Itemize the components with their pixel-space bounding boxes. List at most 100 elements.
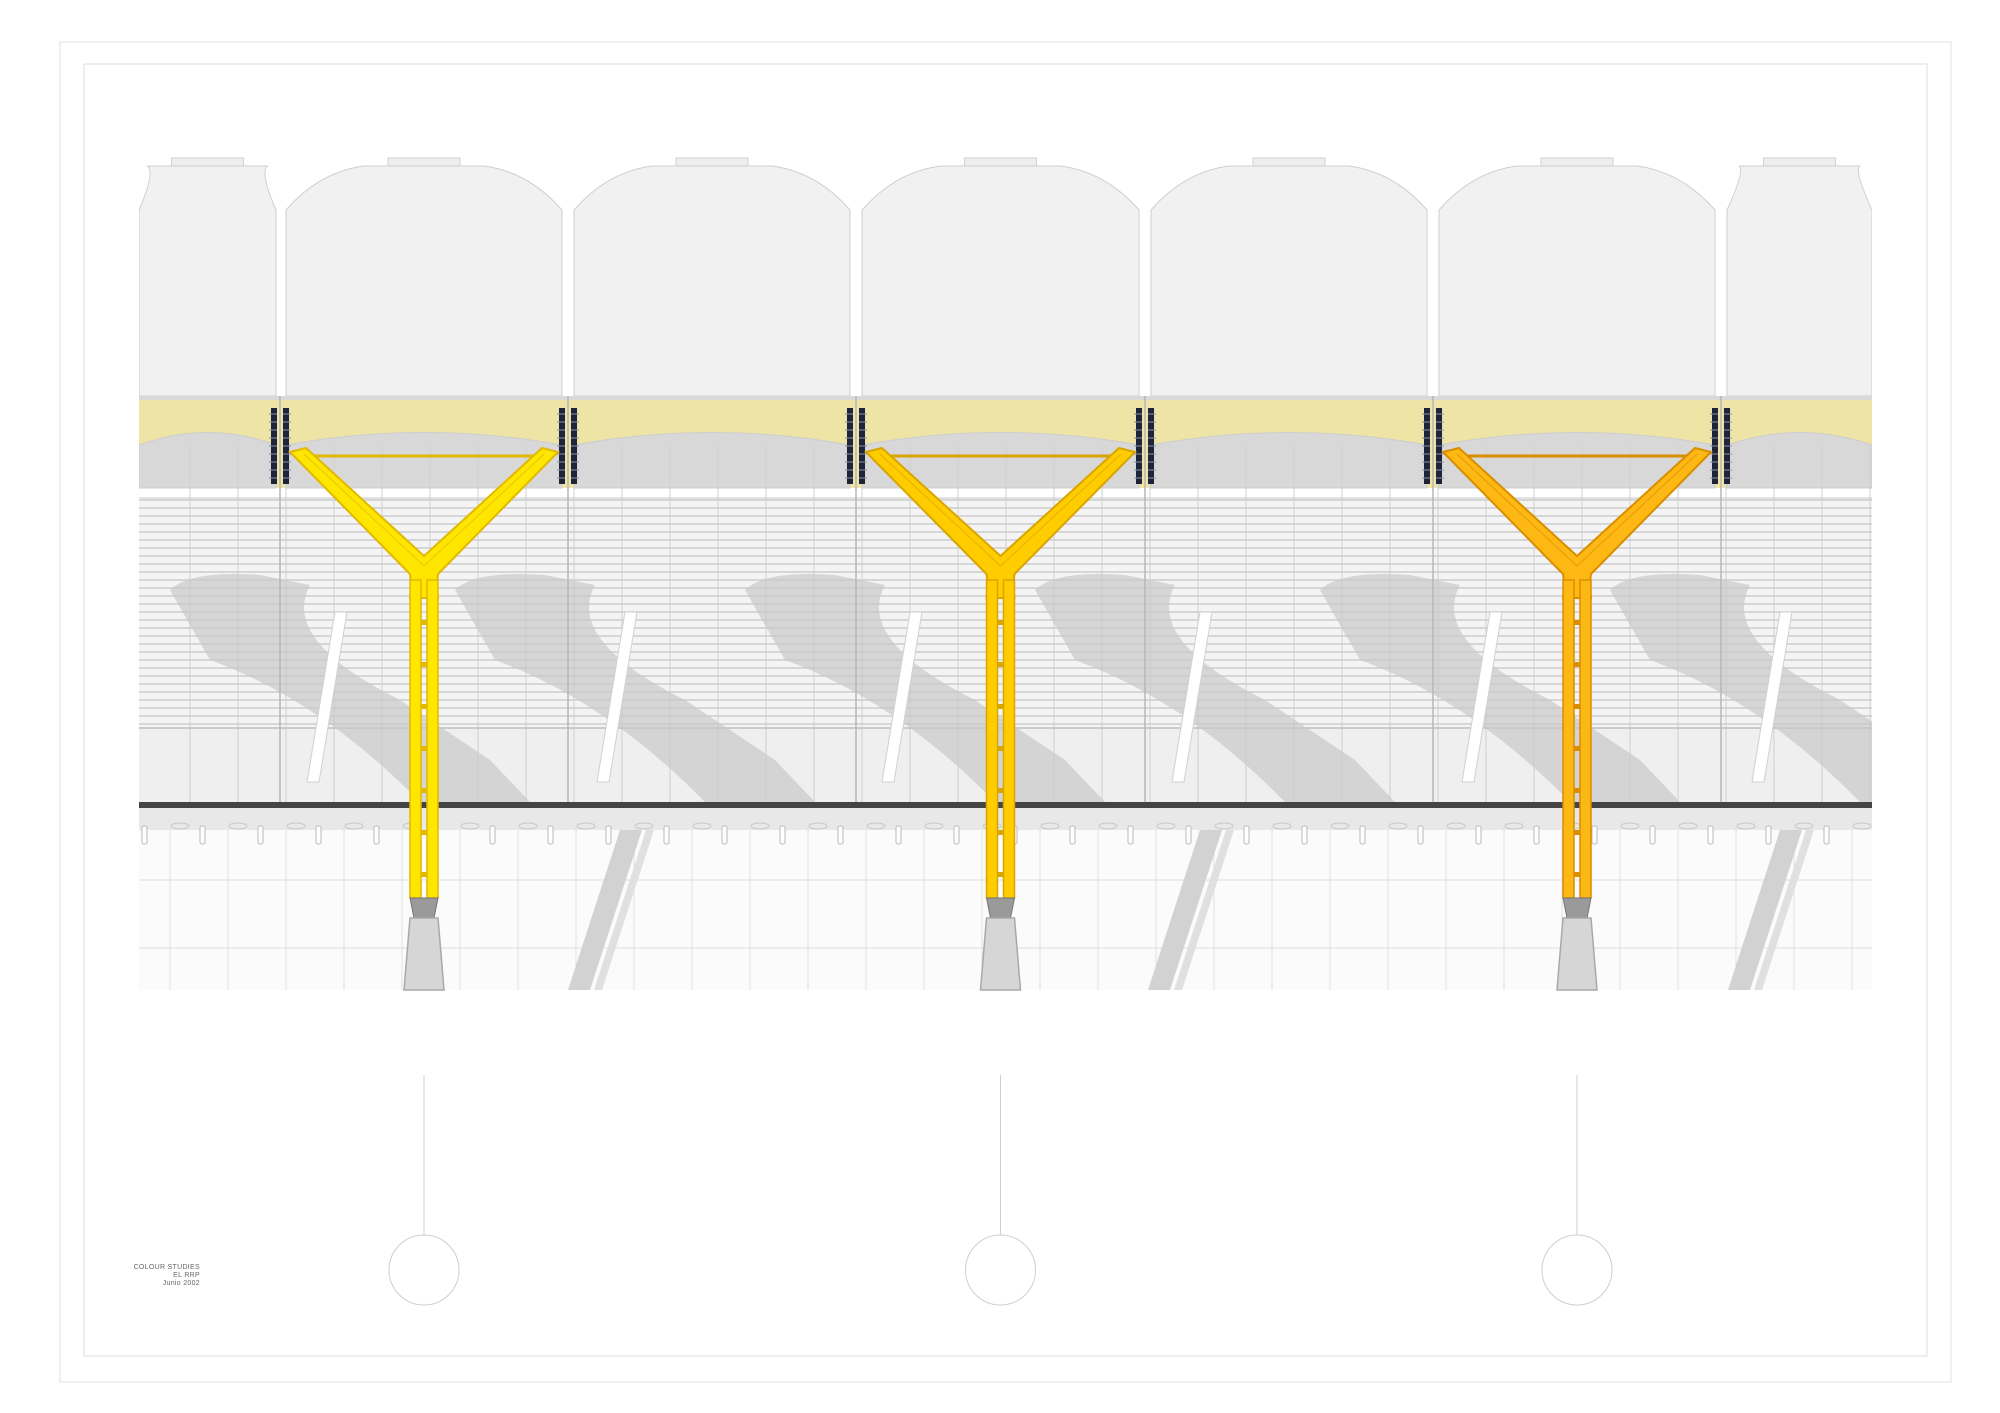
lamp bbox=[779, 825, 786, 845]
inner-frame bbox=[83, 63, 1928, 1357]
trunk-tie bbox=[997, 704, 1004, 709]
soffit-arch bbox=[861, 432, 1140, 489]
lamp-fitting bbox=[1098, 822, 1118, 830]
trunk-tie bbox=[421, 620, 427, 625]
lamp-fitting bbox=[808, 822, 828, 830]
lamp bbox=[1533, 825, 1540, 845]
trunk-leg bbox=[426, 579, 439, 899]
roof-vault bbox=[1726, 165, 1872, 397]
trunk-tie bbox=[1574, 746, 1580, 751]
canopy-soffit-arches bbox=[139, 432, 1872, 489]
ground-shadow bbox=[1754, 830, 1814, 990]
trunk-leg bbox=[1562, 579, 1575, 899]
lamp bbox=[721, 825, 728, 845]
lamp bbox=[1127, 825, 1134, 845]
lamp-fitting bbox=[518, 822, 538, 830]
white-strut bbox=[306, 611, 348, 783]
lamp bbox=[257, 825, 264, 845]
lamp bbox=[1417, 825, 1424, 845]
lamp-fitting bbox=[460, 822, 480, 830]
roof-skylight bbox=[1540, 157, 1614, 167]
title-block-line-1: COLOUR STUDIES bbox=[133, 1264, 200, 1271]
lamp bbox=[315, 825, 322, 845]
lamp-fitting bbox=[1156, 822, 1176, 830]
grid-bubble bbox=[965, 1234, 1036, 1306]
ground-shadow bbox=[1728, 830, 1802, 990]
roof-vault bbox=[285, 165, 563, 397]
lamp bbox=[1475, 825, 1482, 845]
lamp-fitting bbox=[1678, 822, 1698, 830]
lamp-fitting bbox=[286, 822, 306, 830]
roof-skylight bbox=[387, 157, 461, 167]
trunk-leg bbox=[1002, 579, 1016, 899]
white-strut bbox=[1751, 611, 1793, 783]
pedestal bbox=[403, 917, 445, 991]
lamp bbox=[837, 825, 844, 845]
title-block-line-3: Junio 2002 bbox=[162, 1280, 200, 1287]
trunk-tie bbox=[1574, 662, 1580, 667]
lamp bbox=[663, 825, 670, 845]
trunk-tie bbox=[1574, 788, 1580, 793]
base-connector bbox=[409, 897, 439, 919]
ground-shadow bbox=[594, 830, 654, 990]
lamp bbox=[1301, 825, 1308, 845]
lamp bbox=[953, 825, 960, 845]
lamp bbox=[141, 825, 148, 845]
soffit-arch bbox=[573, 432, 851, 489]
expansion-joints bbox=[269, 396, 1732, 802]
lamp-fitting bbox=[1388, 822, 1408, 830]
trunk-tie bbox=[1574, 830, 1580, 835]
lamp-fitting bbox=[750, 822, 770, 830]
soffit-arch bbox=[139, 432, 277, 489]
lamp bbox=[1823, 825, 1830, 845]
lamp bbox=[1765, 825, 1772, 845]
trunk-leg bbox=[985, 579, 999, 899]
roof-vault bbox=[573, 165, 851, 397]
lamp bbox=[1243, 825, 1250, 845]
lamp-fitting bbox=[866, 822, 886, 830]
lamp-fitting bbox=[1794, 822, 1814, 830]
roof-skylight bbox=[171, 157, 244, 167]
roof-skylight bbox=[1252, 157, 1326, 167]
lamp bbox=[547, 825, 554, 845]
ground-shadow bbox=[1148, 830, 1222, 990]
tree-arm-highlight bbox=[303, 453, 545, 567]
tree-columns bbox=[288, 446, 1713, 991]
lamp bbox=[1591, 825, 1598, 845]
title-block-line-2: EL RRP bbox=[173, 1272, 200, 1279]
pedestal bbox=[979, 917, 1022, 991]
lamp bbox=[1185, 825, 1192, 845]
tree-shadow bbox=[1610, 574, 1872, 802]
ground-shadow bbox=[1174, 830, 1234, 990]
lamp-fitting bbox=[1446, 822, 1466, 830]
soffit-arch bbox=[1726, 432, 1872, 489]
lamp-fitting bbox=[1852, 822, 1872, 830]
trunk-tie bbox=[421, 704, 427, 709]
tree-shadow bbox=[455, 574, 815, 802]
roof-skylight bbox=[675, 157, 749, 167]
trunk-tie bbox=[997, 788, 1004, 793]
trunk-tie bbox=[421, 872, 427, 877]
lamp-fitting bbox=[228, 822, 248, 830]
trunk-tie bbox=[1574, 704, 1580, 709]
soffit-arch bbox=[285, 432, 563, 489]
lamp-fitting bbox=[1620, 822, 1640, 830]
trunk-tie bbox=[421, 662, 427, 667]
tree-shadow bbox=[170, 574, 530, 802]
trunk-tie bbox=[997, 746, 1004, 751]
lamp bbox=[373, 825, 380, 845]
title-block: COLOUR STUDIES EL RRP Junio 2002 bbox=[80, 1264, 200, 1288]
lamp-fitting bbox=[1736, 822, 1756, 830]
tree-shadow bbox=[1035, 574, 1395, 802]
base-connector bbox=[985, 897, 1016, 919]
lamp-fitting bbox=[1272, 822, 1292, 830]
ground-shadow bbox=[568, 830, 642, 990]
trunk-tie bbox=[997, 662, 1004, 667]
trunk-tie bbox=[997, 620, 1004, 625]
grid-markers bbox=[388, 1075, 1613, 1306]
soffit-arch bbox=[1150, 432, 1428, 489]
roof-vault bbox=[139, 165, 277, 397]
lamp-fitting bbox=[170, 822, 190, 830]
outer-frame bbox=[59, 41, 1952, 1383]
trunk-leg bbox=[409, 579, 422, 899]
